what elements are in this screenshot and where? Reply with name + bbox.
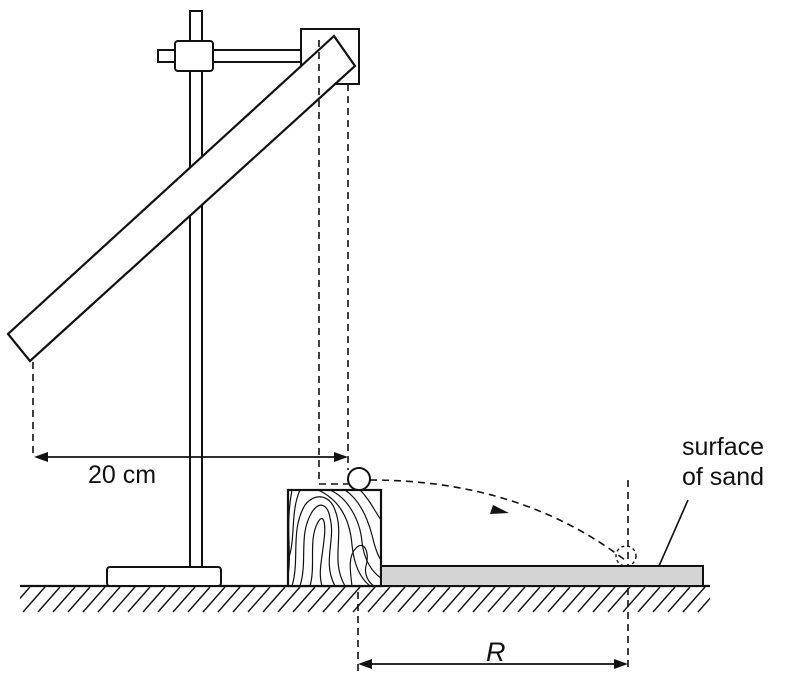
ball-landing xyxy=(615,545,637,567)
hatch-line xyxy=(622,586,646,613)
ground xyxy=(20,584,710,613)
hatch-line xyxy=(67,586,91,613)
hatch-line xyxy=(667,586,691,613)
hatch-line xyxy=(217,586,241,613)
stand-rod xyxy=(189,10,203,568)
hatch-line xyxy=(37,586,61,613)
hatch-line xyxy=(517,586,541,613)
sand-tray xyxy=(380,565,704,587)
hatch-line xyxy=(472,586,496,613)
hatch-line xyxy=(592,586,616,613)
stand-base xyxy=(106,566,222,587)
hatch-line xyxy=(247,586,271,613)
hatch-line xyxy=(412,586,436,613)
ball xyxy=(347,467,371,491)
hatch-line xyxy=(322,586,346,613)
distance-label: 20 cm xyxy=(88,461,157,489)
hatch-line xyxy=(112,586,136,613)
hatch-line xyxy=(187,586,211,613)
range-label: R xyxy=(486,637,506,667)
hatch-line xyxy=(577,586,601,613)
hatch-line xyxy=(20,586,31,600)
hatch-line xyxy=(547,586,571,613)
hatch-line xyxy=(427,586,451,613)
hatch-line xyxy=(382,586,406,613)
wooden-block xyxy=(286,488,383,588)
hatch-line xyxy=(127,586,151,613)
hatch-line xyxy=(652,586,676,613)
hatch-line xyxy=(457,586,481,613)
hatch-line xyxy=(352,586,376,613)
hatch-line xyxy=(607,586,631,613)
boss-head xyxy=(174,40,214,72)
sand-pointer-line xyxy=(658,499,689,567)
hatch-line xyxy=(157,586,181,613)
hatch-line xyxy=(292,586,316,613)
hatch-line xyxy=(307,586,331,613)
sand-label: surface of sand xyxy=(682,432,764,492)
hatch-line xyxy=(637,586,661,613)
hatch-line xyxy=(262,586,286,613)
hatch-line xyxy=(142,586,166,613)
hatch-line xyxy=(487,586,511,613)
hatch-line xyxy=(232,586,256,613)
hatch-line xyxy=(367,586,391,613)
hatch-line xyxy=(97,586,121,613)
hatch-line xyxy=(562,586,586,613)
trajectory xyxy=(369,479,626,561)
hatch-line xyxy=(397,586,421,613)
hatch-line xyxy=(277,586,301,613)
ramp xyxy=(6,34,357,363)
hatch-line xyxy=(337,586,361,613)
hatch-line xyxy=(697,597,710,613)
hatch-line xyxy=(82,586,106,613)
range-arrow xyxy=(358,659,628,669)
sand-label-line1: surface xyxy=(682,433,765,461)
hatch-line xyxy=(172,586,196,613)
distance-arrow xyxy=(34,452,348,462)
hatch-line xyxy=(202,586,226,613)
hatch-line xyxy=(442,586,466,613)
hatch-line xyxy=(52,586,76,613)
hatch-line xyxy=(532,586,556,613)
hatch-line xyxy=(502,586,526,613)
trajectory-arrowhead xyxy=(490,505,509,514)
sand-label-line2: of sand xyxy=(682,463,765,491)
hatch-line xyxy=(682,586,706,613)
hatch-line xyxy=(22,586,46,613)
